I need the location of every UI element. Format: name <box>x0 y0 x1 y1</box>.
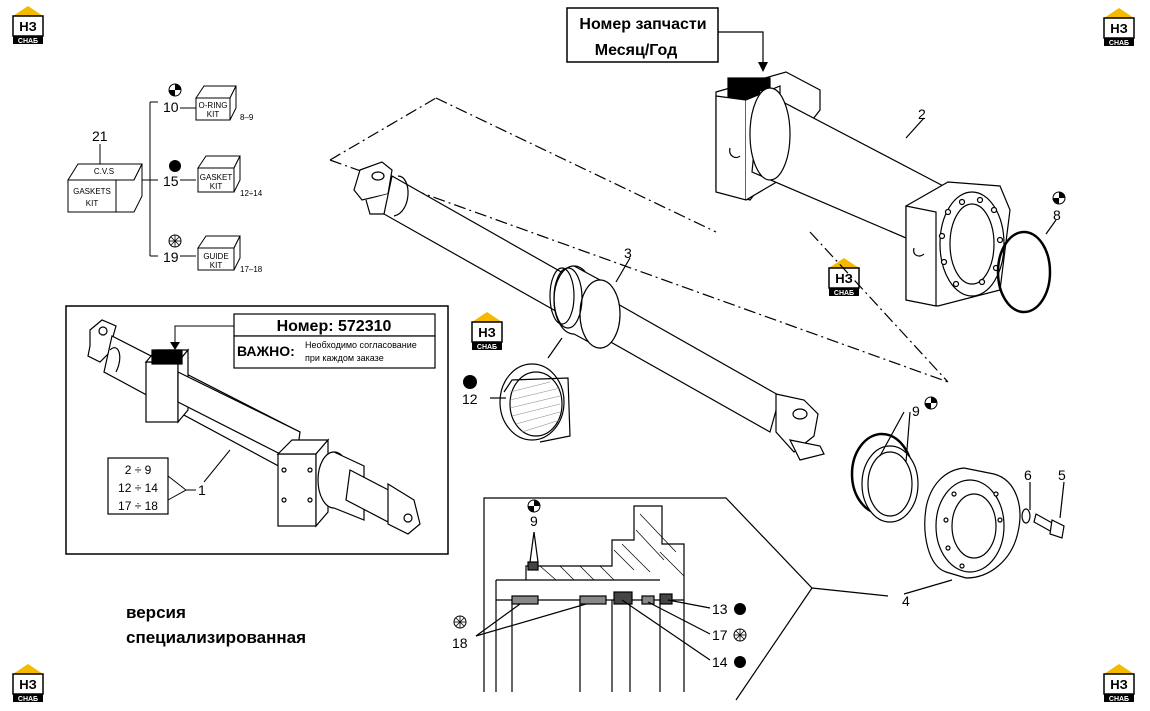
asterisk-circle-icon <box>168 234 182 248</box>
half-circle-icon <box>527 499 541 513</box>
kit-tree: 21 GASKETS KIT C.V.S 10 O-RING K <box>67 83 263 274</box>
inset-panel: Номер: 572310 ВАЖНО: Необходимо согласов… <box>65 305 449 555</box>
inset-important-text-1: Необходимо согласование <box>305 340 417 350</box>
filled-circle-icon <box>463 375 477 389</box>
label-6: 6 <box>1024 467 1032 483</box>
detail-label-18: 18 <box>452 635 468 651</box>
asterisk-circle-icon <box>733 628 747 642</box>
version-line-2: специализированная <box>126 628 306 647</box>
logo-top-right: НЗ СНАБ <box>1103 8 1135 47</box>
logo-text: НЗ <box>19 19 37 34</box>
logo-subtext: СНАБ <box>18 38 38 45</box>
half-circle-icon <box>924 396 938 410</box>
half-circle-icon <box>1052 191 1066 205</box>
gasket-kit-range: 12÷14 <box>240 189 263 198</box>
filled-circle-icon <box>169 160 181 172</box>
label-2: 2 <box>918 106 926 122</box>
gasket-kit-box: GASKET KIT <box>197 155 241 193</box>
logo-subtext: СНАБ <box>1109 696 1129 703</box>
gasket-kit-label2: KIT <box>210 182 223 191</box>
label-12: 12 <box>462 391 478 407</box>
detail-label-13: 13 <box>712 601 728 617</box>
oring-kit-label2: KIT <box>207 110 220 119</box>
logo-subtext: СНАБ <box>18 696 38 703</box>
oring-kit-box: O-RING KIT <box>195 85 237 121</box>
range-2: 12 ÷ 14 <box>118 481 158 495</box>
logo-bottom-left: НЗ СНАБ <box>12 664 44 703</box>
kit-main-number: 21 <box>92 128 108 144</box>
version-line-1: версия <box>126 603 186 622</box>
label-3: 3 <box>624 245 632 261</box>
label-5: 5 <box>1058 467 1066 483</box>
gaskets-kit-box: GASKETS KIT C.V.S <box>67 163 143 213</box>
kit-guide-number: 19 <box>163 249 179 265</box>
section-detail <box>475 505 711 692</box>
logo-mid-left: НЗ СНАБ <box>471 312 503 351</box>
guide-kit-label2: KIT <box>210 261 223 270</box>
oring-kit-label1: O-RING <box>199 101 228 110</box>
label-8: 8 <box>1053 207 1061 223</box>
guide-kit-label1: GUIDE <box>203 252 228 261</box>
logo-text: НЗ <box>835 271 853 286</box>
inset-number-label: Номер: 572310 <box>277 318 392 335</box>
filled-circle-icon <box>734 603 746 615</box>
gasket-kit-label1: GASKET <box>200 173 233 182</box>
callout-line-2: Месяц/Год <box>595 42 678 59</box>
logo-text: НЗ <box>1110 677 1128 692</box>
inset-important-label: ВАЖНО: <box>237 343 295 359</box>
gaskets-kit-line1: GASKETS <box>73 187 111 196</box>
kit-gasket-number: 15 <box>163 173 179 189</box>
guide-kit-range: 17–18 <box>240 265 263 274</box>
half-circle-icon <box>168 83 182 97</box>
range-1: 2 ÷ 9 <box>125 463 152 477</box>
logo-text: НЗ <box>19 677 37 692</box>
range-3: 17 ÷ 18 <box>118 499 158 513</box>
logo-bottom-right: НЗ СНАБ <box>1103 664 1135 703</box>
asterisk-circle-icon <box>453 615 467 629</box>
detail-label-17: 17 <box>712 627 728 643</box>
part-number-callout: Номер запчасти Месяц/Год <box>566 7 768 72</box>
gaskets-kit-brand: C.V.S <box>94 167 114 176</box>
logo-text: НЗ <box>478 325 496 340</box>
inset-cylinder <box>87 319 421 535</box>
callout-line-1: Номер запчасти <box>579 16 706 33</box>
filled-circle-icon <box>734 656 746 668</box>
logo-subtext: СНАБ <box>1109 40 1129 47</box>
label-4: 4 <box>902 593 910 609</box>
inset-important-text-2: при каждом заказе <box>305 353 384 363</box>
logo-mid-right: НЗ СНАБ <box>828 258 860 297</box>
logo-text: НЗ <box>1110 21 1128 36</box>
exploded-view <box>329 71 1065 701</box>
logo-subtext: СНАБ <box>834 290 854 297</box>
kit-oring-number: 10 <box>163 99 179 115</box>
part-labels: 2 3 8 12 9 6 5 4 <box>462 106 1066 609</box>
label-9: 9 <box>912 403 920 419</box>
detail-label-14: 14 <box>712 654 728 670</box>
oring-kit-range: 8–9 <box>240 113 254 122</box>
inset-item-number: 1 <box>198 482 206 498</box>
logo-top-left: НЗ СНАБ <box>12 6 44 45</box>
gaskets-kit-line2: KIT <box>86 199 99 208</box>
detail-labels: 9 13 17 14 18 <box>452 499 747 670</box>
logo-subtext: СНАБ <box>477 344 497 351</box>
detail-label-9: 9 <box>530 513 538 529</box>
guide-kit-box: GUIDE KIT <box>197 235 241 271</box>
